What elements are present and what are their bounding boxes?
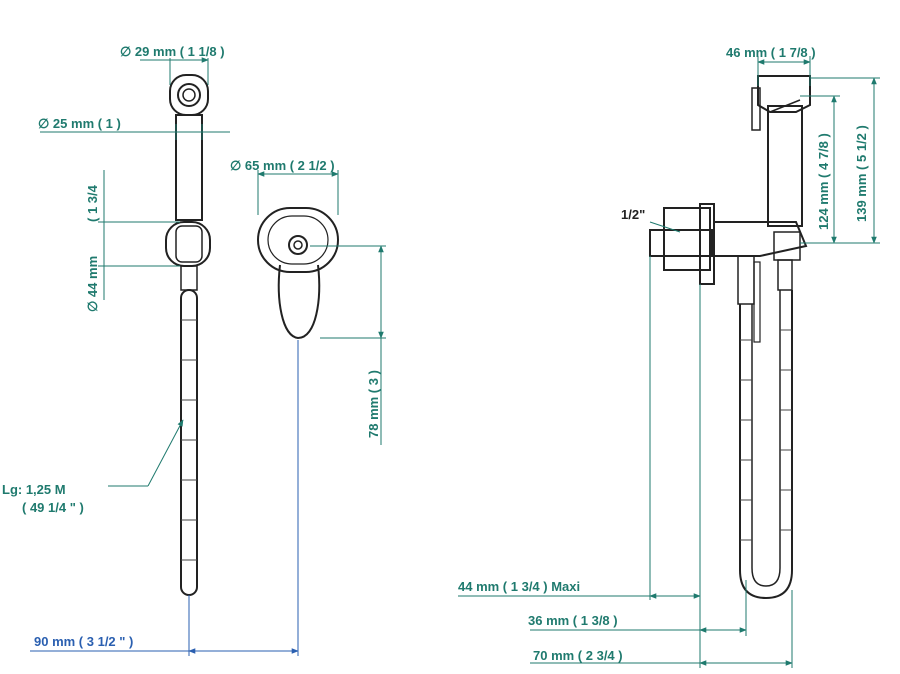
label-thread: 1/2" (621, 207, 645, 222)
label-h139: 139 mm ( 5 1/2 ) (854, 125, 869, 222)
label-hose-length: Lg: 1,25 M (2, 482, 66, 497)
label-h78: 78 mm ( 3 ) (366, 370, 381, 438)
side-view (649, 75, 811, 600)
label-w90: 90 mm ( 3 1/2 " ) (34, 634, 133, 649)
label-d25: ∅ 25 mm ( 1 ) (38, 116, 121, 131)
valve-front-view (257, 207, 339, 340)
label-h124: 124 mm ( 4 7/8 ) (816, 133, 831, 230)
side-dimensions (458, 56, 880, 668)
label-w36: 36 mm ( 1 3/8 ) (528, 613, 618, 628)
label-w44-maxi: 44 mm ( 1 3/4 ) Maxi (458, 579, 580, 594)
label-hose-length-inch: ( 49 1/4 " ) (22, 500, 84, 515)
label-w70: 70 mm ( 2 3/4 ) (533, 648, 623, 663)
front-dimensions (30, 57, 386, 656)
label-d65: ∅ 65 mm ( 2 1/2 ) (230, 158, 335, 173)
label-d44-mm: ∅ 44 mm (85, 256, 100, 312)
label-d29: ∅ 29 mm ( 1 1/8 ) (120, 44, 225, 59)
label-w46: 46 mm ( 1 7/8 ) (726, 45, 816, 60)
front-view (165, 74, 211, 596)
label-d44-inch: ( 1 3/4 (85, 184, 100, 222)
